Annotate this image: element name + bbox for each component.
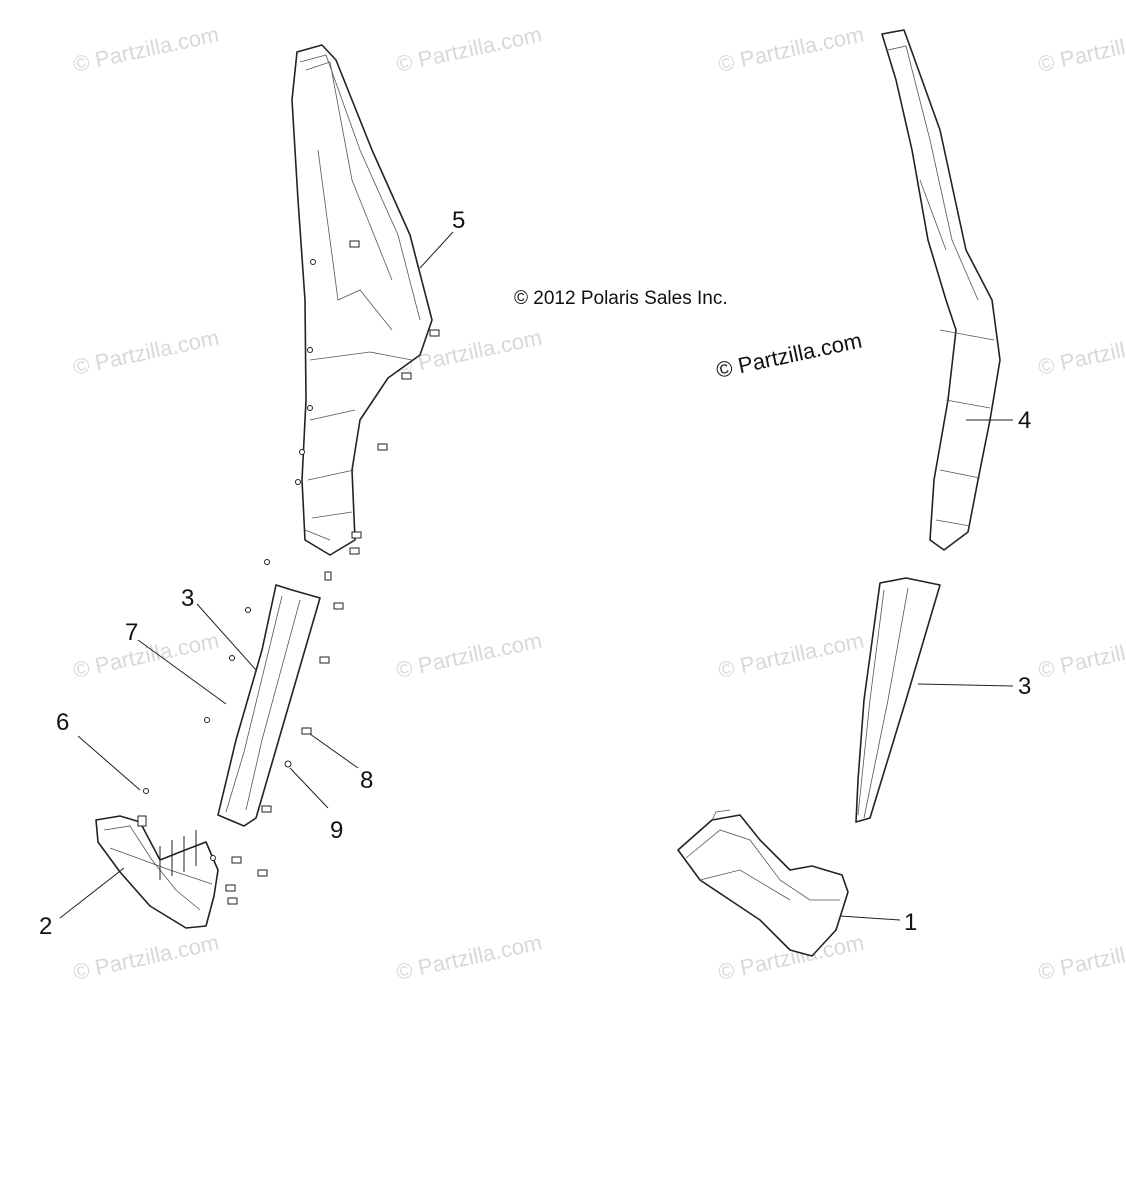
callout-3: 3 <box>1018 673 1031 700</box>
callout-5: 5 <box>452 207 465 234</box>
watermark: © Partzilla.com <box>1036 628 1126 683</box>
watermark: © Partzilla.com <box>1036 930 1126 985</box>
watermark: © Partzilla.com <box>71 930 221 985</box>
callout-4: 4 <box>1018 407 1031 434</box>
callout-7: 7 <box>125 619 138 646</box>
callout-6: 6 <box>56 709 69 736</box>
watermark: © Partzilla.com <box>71 22 221 77</box>
part-5-upper-pillar-trim <box>291 44 440 581</box>
callouts: 5 4 3 7 6 8 9 2 3 1 <box>39 207 1031 940</box>
callout-9: 9 <box>330 817 343 844</box>
part-2-lower-left-trim <box>95 788 268 929</box>
watermark: © Partzilla.com <box>1036 22 1126 77</box>
callout-8: 8 <box>360 767 373 794</box>
callout-2: 2 <box>39 913 52 940</box>
part-4-right-pillar-trim <box>881 29 1001 551</box>
leader-lines <box>59 231 1014 921</box>
callout-1: 1 <box>904 909 917 936</box>
copyright-text: © 2012 Polaris Sales Inc. <box>514 288 728 309</box>
watermark: © Partzilla.com <box>394 22 544 77</box>
watermark: © Partzilla.com <box>716 22 866 77</box>
part-3-right-mid-trim <box>855 577 941 823</box>
watermark: © Partzilla.com <box>71 628 221 683</box>
watermark: © Partzilla.com <box>1036 325 1126 380</box>
watermark: © Partzilla.com <box>394 628 544 683</box>
brand-text: © Partzilla.com <box>714 328 864 383</box>
callout-3: 3 <box>181 585 194 612</box>
part-1-lower-right-trim <box>677 809 849 957</box>
watermark: © Partzilla.com <box>716 628 866 683</box>
part-3-left-mid-trim <box>204 559 344 827</box>
watermark: © Partzilla.com <box>394 930 544 985</box>
watermark: © Partzilla.com <box>71 325 221 380</box>
